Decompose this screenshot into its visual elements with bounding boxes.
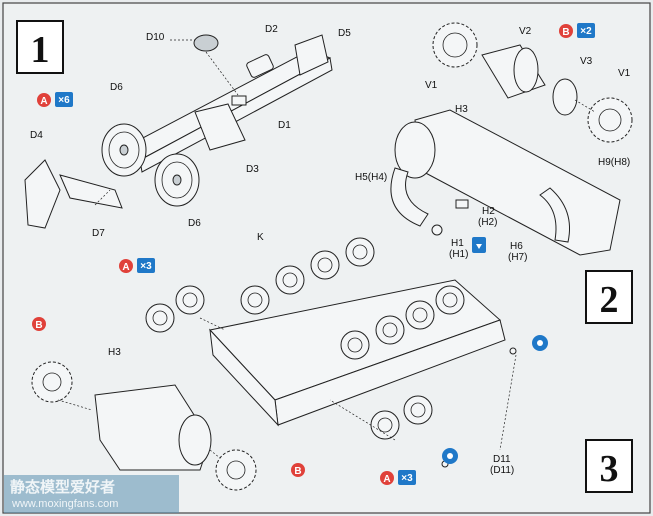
svg-text:B: B [294,466,301,477]
label-h2: H2 [482,206,495,217]
svg-text:×3: ×3 [401,473,413,484]
label-h6: H6 [510,241,523,252]
glue-icon [472,237,486,253]
marker-a-step1: A ×6 [37,92,73,107]
wheel-d6-upper [101,123,147,177]
part-d2 [246,54,274,78]
step-2-box: 2 [585,270,633,324]
label-v3: V3 [580,56,593,67]
label-h2-alt: (H2) [478,217,497,228]
label-d5: D5 [338,28,351,39]
part-d10 [193,34,219,52]
sprocket-bottom [215,449,257,491]
label-d11-alt: (D11) [490,465,514,476]
label-d6-upper: D6 [110,82,123,93]
label-d2: D2 [265,24,278,35]
svg-text:B: B [562,27,569,38]
label-d11: D11 [493,454,511,465]
label-h5: H5(H4) [355,172,387,183]
sprocket-v1-top [432,22,478,68]
label-k: K [257,232,264,243]
label-v1-left: V1 [425,80,438,91]
road-wheels [145,237,465,440]
label-d6-lower: D6 [188,218,201,229]
label-d1: D1 [278,120,291,131]
step-2-diagram: V2 V3 V1 V1 H3 H9(H8) H5(H4) H2 (H2) H1 … [355,22,633,263]
marker-b-step3-bottom: B [291,463,305,477]
part-h6 [539,187,570,243]
label-d3: D3 [246,164,259,175]
cement-icon [442,448,458,464]
step-1-diagram: D10 D2 D5 D6 D4 D1 D3 D6 D7 A ×6 [24,24,351,239]
watermark-cn: 静态模型爱好者 [10,478,115,496]
part-v3 [552,78,578,116]
svg-text:A: A [40,96,47,107]
label-v2: V2 [519,26,532,37]
sprocket-v1-right [587,97,633,143]
label-h7: (H7) [508,252,527,263]
step-1-box: 1 [16,20,64,74]
sprocket-left [31,361,73,403]
svg-text:A: A [122,262,129,273]
marker-b-step2: B ×2 [559,23,595,38]
cement-icon [532,335,548,351]
svg-text:×2: ×2 [580,26,592,37]
wheel-d6-lower [154,153,200,207]
label-d4: D4 [30,130,43,141]
step-2-number: 2 [600,279,619,321]
label-h9: H9(H8) [598,157,630,168]
svg-text:×3: ×3 [140,261,152,272]
label-d10: D10 [146,32,165,43]
label-d7: D7 [92,228,105,239]
step-1-number: 1 [31,29,50,71]
watermark: 静态模型爱好者 www.moxingfans.com [4,475,179,513]
svg-text:×6: ×6 [58,95,70,106]
label-h1: H1 [451,238,464,249]
label-h3: H3 [455,104,468,115]
step-3-number: 3 [600,448,619,490]
step-3-diagram: K H3 D11 (D11) A ×3 B B A [31,232,548,491]
svg-text:A: A [383,474,390,485]
part-h5 [390,167,429,227]
svg-text:B: B [35,320,42,331]
label-h1-alt: (H1) [449,249,468,260]
label-h3-step3: H3 [108,347,121,358]
watermark-url: www.moxingfans.com [11,498,118,510]
step-3-box: 3 [585,439,633,493]
marker-b-step3-left: B [32,317,46,331]
marker-a-step3-bottom: A ×3 [380,470,416,485]
marker-a-step3-top: A ×3 [119,258,155,273]
label-v1-right: V1 [618,68,631,79]
